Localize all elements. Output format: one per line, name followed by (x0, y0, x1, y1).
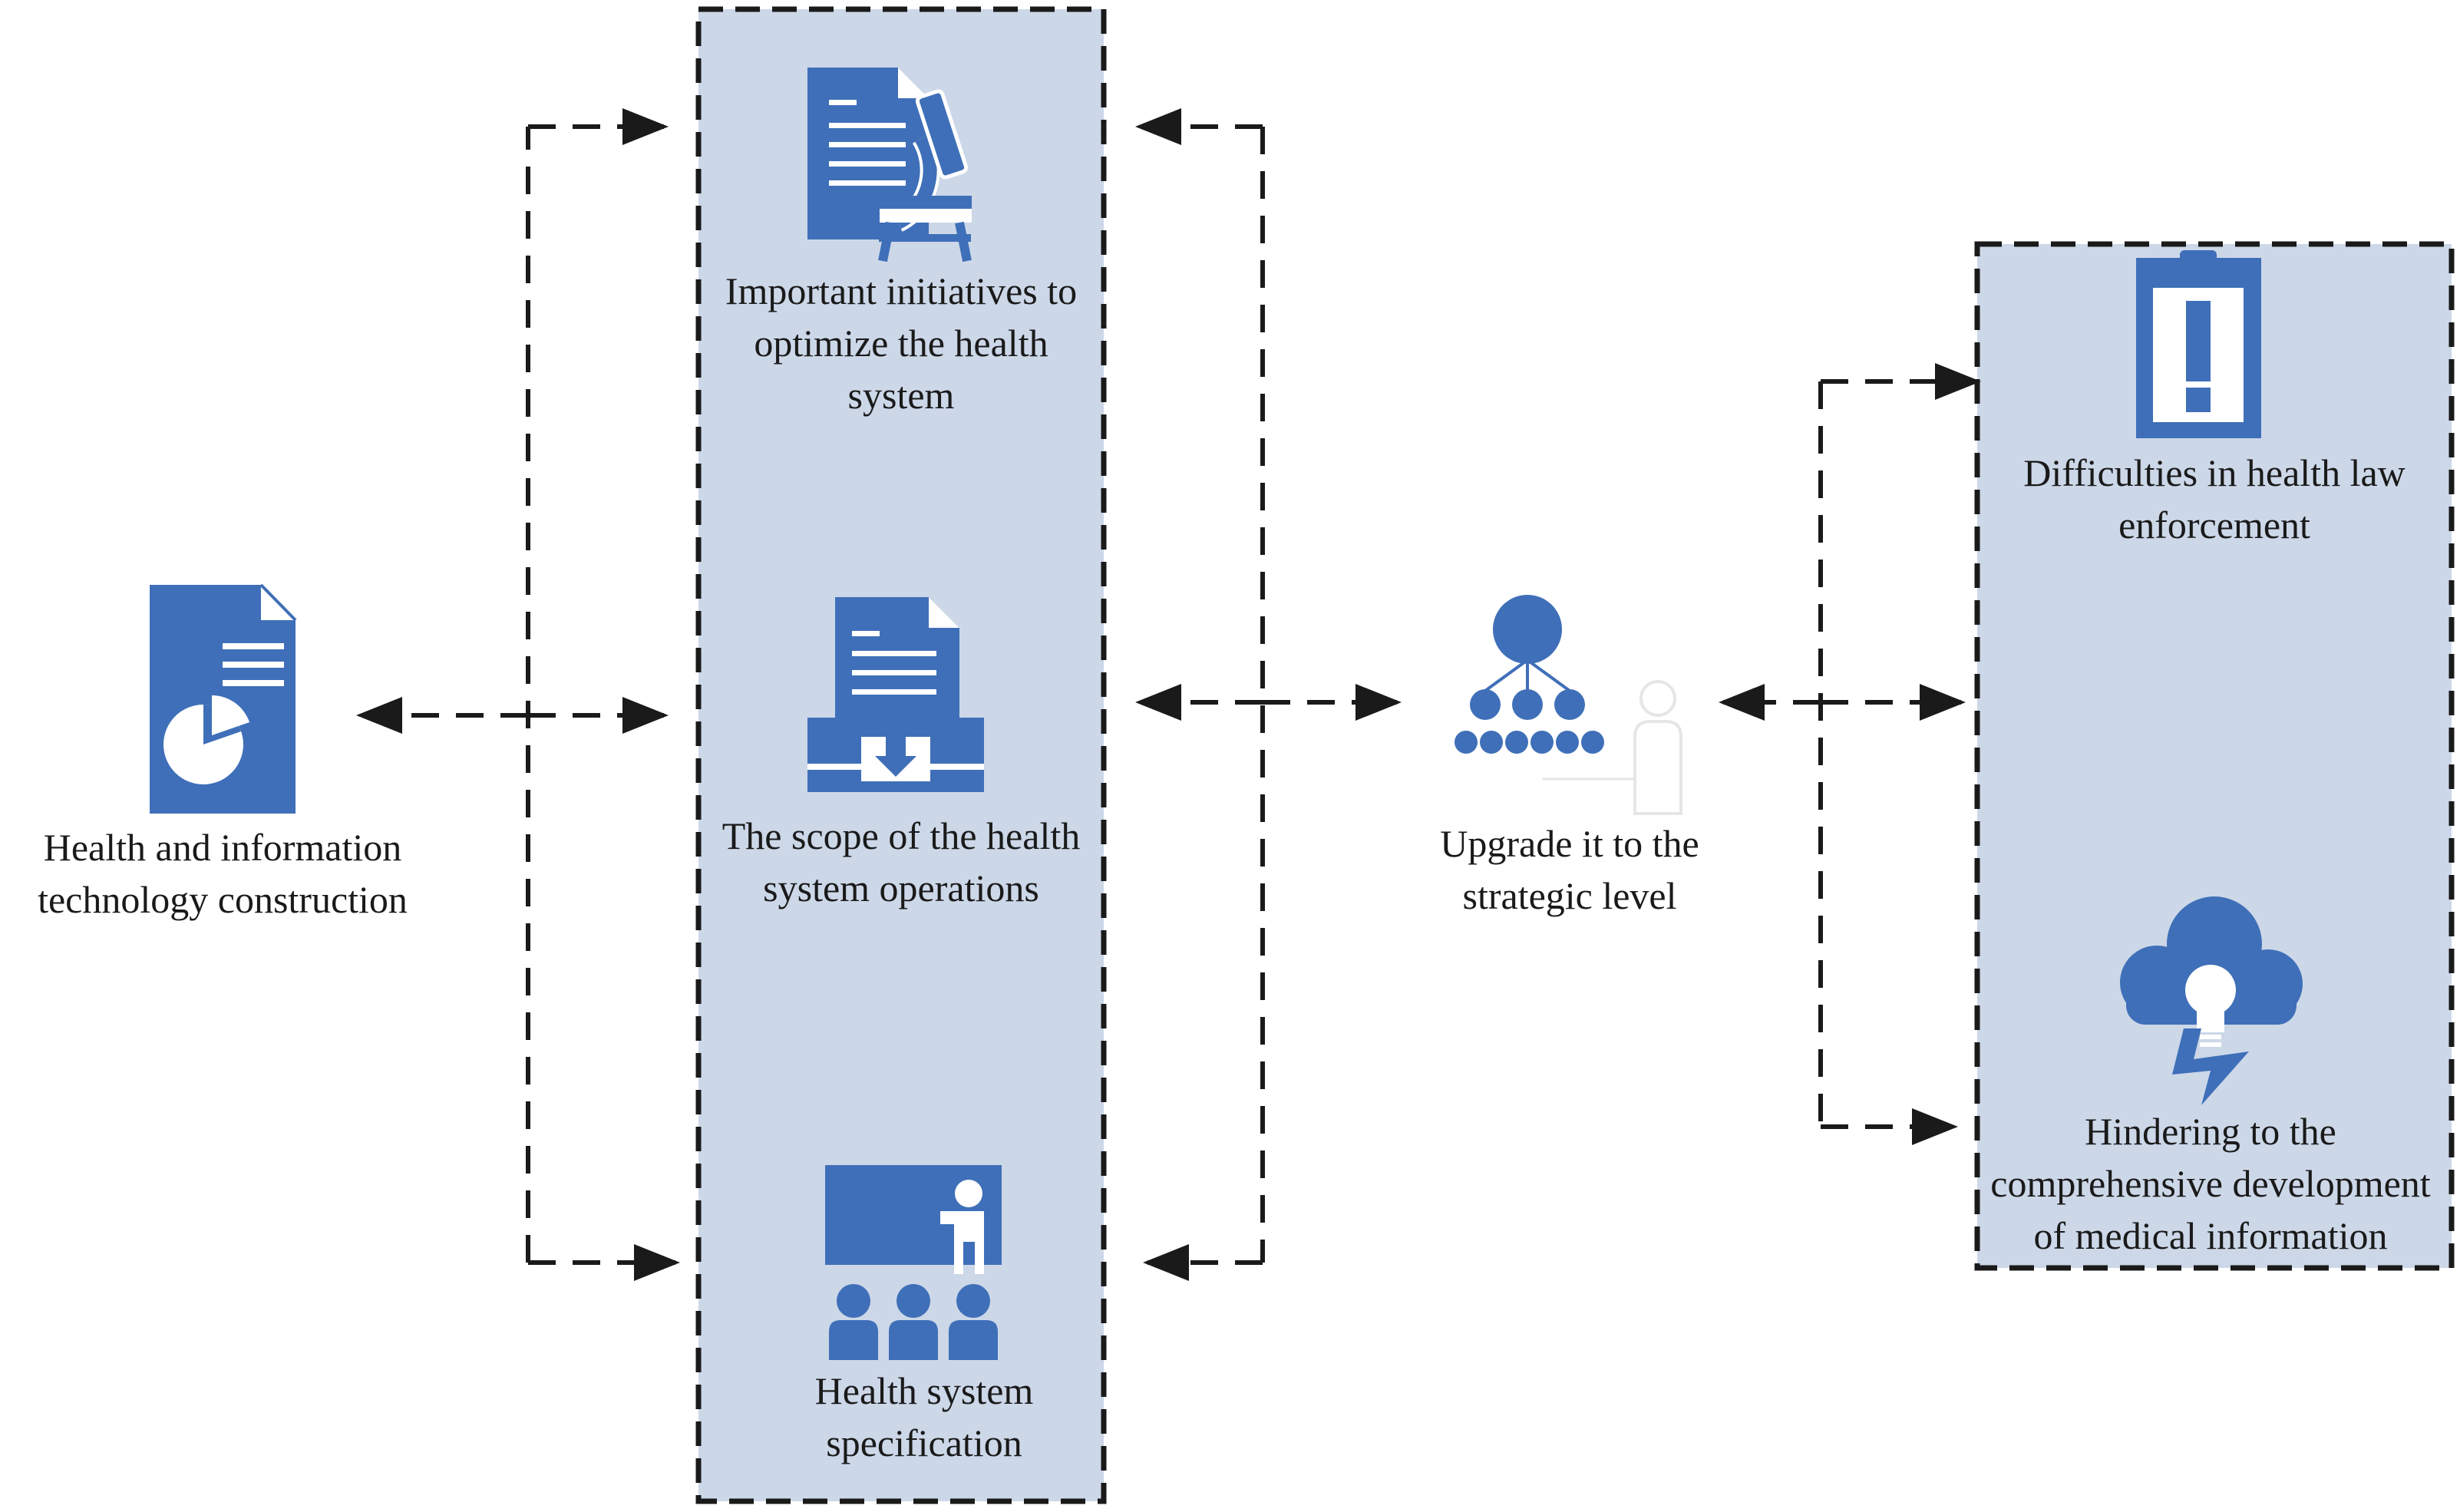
difficulties-label-line-2: enforcement (2118, 503, 2310, 546)
initiatives-label-line-2: optimize the health (754, 322, 1048, 365)
initiatives-label-line-1: Important initiatives to (725, 269, 1078, 312)
difficulties-node-label: Difficulties in health law enforcement (1977, 447, 2452, 551)
report-pie-chart-icon (150, 583, 297, 814)
scope-node-label: The scope of the health system operation… (698, 810, 1104, 914)
source-label-line-2: technology construction (38, 878, 408, 921)
scope-label-line-2: system operations (763, 867, 1039, 910)
presentation-audience-icon (825, 1165, 1002, 1360)
hierarchy-organization-icon (1455, 595, 1682, 815)
difficulties-label-line-1: Difficulties in health law (2023, 451, 2406, 494)
source-node-label: Health and information technology constr… (0, 821, 445, 926)
hindering-label-line-2: comprehensive development (1990, 1162, 2431, 1205)
upgrade-node-label: Upgrade it to the strategic level (1366, 817, 1773, 922)
cloud-idea-lightning-icon (2120, 896, 2303, 1105)
source-label-line-1: Health and information (43, 826, 402, 869)
initiatives-node-label: Important initiatives to optimize the he… (698, 265, 1104, 421)
upgrade-label-line-1: Upgrade it to the (1440, 822, 1699, 865)
middle-right-connectors (1135, 108, 1402, 1281)
clipboard-alert-icon (2136, 250, 2261, 438)
hindering-label-line-1: Hindering to the (2085, 1110, 2336, 1153)
document-inbox-download-icon (807, 597, 984, 792)
hindering-node-label: Hindering to the comprehensive developme… (1970, 1105, 2452, 1262)
specification-node-label: Health system specification (721, 1365, 1127, 1469)
right-connectors (1719, 363, 1981, 1145)
hindering-label-line-3: of medical information (2033, 1214, 2388, 1257)
specification-label-line-1: Health system (814, 1369, 1034, 1412)
left-connectors (356, 108, 680, 1281)
upgrade-label-line-2: strategic level (1462, 874, 1677, 917)
specification-label-line-2: specification (826, 1421, 1022, 1464)
initiatives-label-line-3: system (847, 374, 955, 417)
research-document-microscope-icon (807, 68, 972, 262)
scope-label-line-1: The scope of the health (721, 814, 1081, 857)
